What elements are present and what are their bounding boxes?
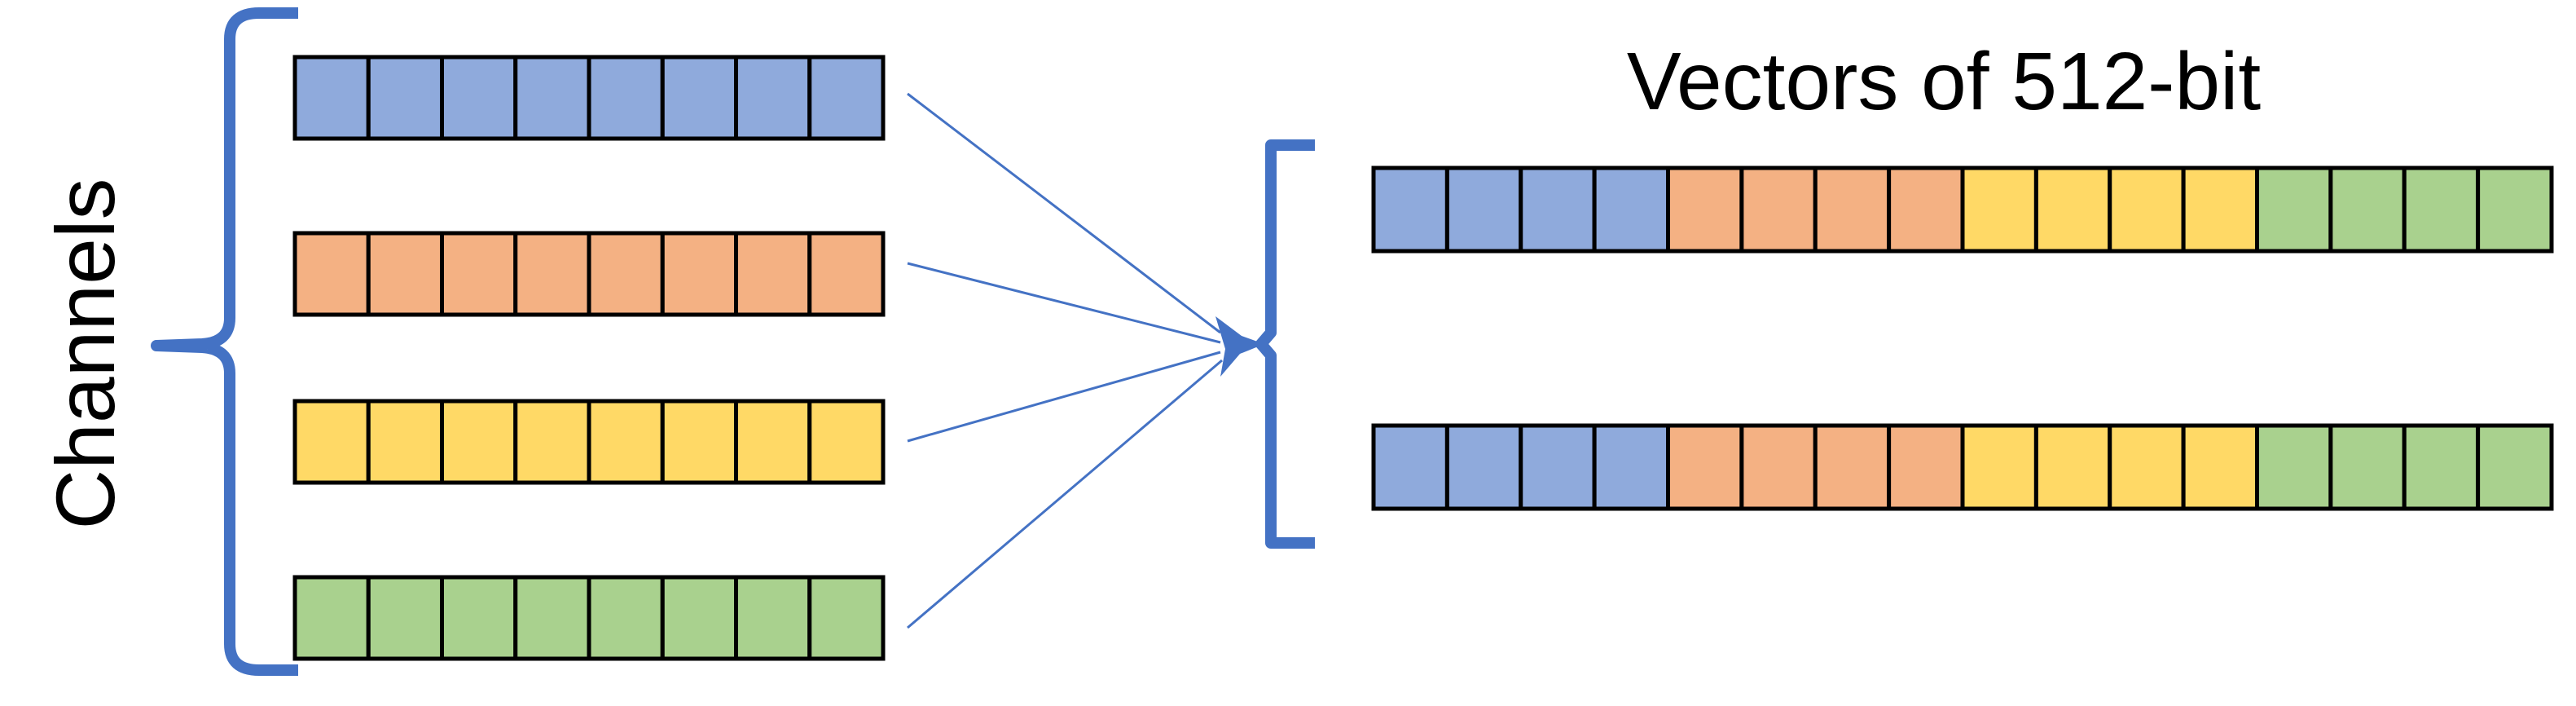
- cell-blue: [1592, 165, 1670, 254]
- cell-blue: [513, 55, 591, 141]
- cell-yellow: [292, 399, 371, 485]
- cell-green: [2328, 423, 2407, 511]
- cell-green: [734, 575, 812, 661]
- arrowhead: [1215, 316, 1264, 377]
- cell-green: [2255, 165, 2333, 254]
- cell-orange: [1739, 423, 1818, 511]
- cell-yellow: [660, 399, 738, 485]
- cell-yellow: [1960, 165, 2038, 254]
- cell-orange: [1813, 423, 1892, 511]
- cell-orange: [513, 231, 591, 317]
- channel-rows: [292, 55, 886, 661]
- cell-blue: [734, 55, 812, 141]
- cell-yellow: [366, 399, 444, 485]
- cell-green: [292, 575, 371, 661]
- cell-blue: [587, 55, 665, 141]
- cell-orange: [660, 231, 738, 317]
- cell-orange: [587, 231, 665, 317]
- cell-green: [2402, 165, 2481, 254]
- vectors-bracket: [1255, 139, 1315, 549]
- cell-yellow: [2181, 423, 2259, 511]
- cell-yellow: [513, 399, 591, 485]
- cell-orange: [734, 231, 812, 317]
- cell-green: [440, 575, 518, 661]
- cell-green: [2476, 165, 2554, 254]
- cell-orange: [1666, 423, 1744, 511]
- channel-row-orange: [292, 231, 886, 317]
- cell-green: [2328, 165, 2407, 254]
- cell-blue: [1444, 423, 1523, 511]
- cell-blue: [440, 55, 518, 141]
- cell-orange: [292, 231, 371, 317]
- cell-yellow: [440, 399, 518, 485]
- cell-green: [513, 575, 591, 661]
- channel-row-yellow: [292, 399, 886, 485]
- cell-yellow: [587, 399, 665, 485]
- arrow-line-orange: [907, 262, 1221, 344]
- channels-label: Channels: [39, 179, 132, 530]
- cell-blue: [1444, 165, 1523, 254]
- cell-blue: [292, 55, 371, 141]
- cell-green: [807, 575, 886, 661]
- channel-row-blue: [292, 55, 886, 141]
- channel-row-green: [292, 575, 886, 661]
- cell-green: [366, 575, 444, 661]
- cell-blue: [1371, 165, 1449, 254]
- cell-orange: [1813, 165, 1892, 254]
- vector-rows: [1371, 165, 2554, 511]
- cell-orange: [807, 231, 886, 317]
- cell-blue: [660, 55, 738, 141]
- channels-bracket: [151, 7, 298, 676]
- cell-blue: [1371, 423, 1449, 511]
- cell-blue: [807, 55, 886, 141]
- arrow-group: [907, 92, 1264, 629]
- cell-yellow: [2181, 165, 2259, 254]
- arrow-line-blue: [907, 92, 1221, 334]
- cell-yellow: [1960, 423, 2038, 511]
- cell-yellow: [2033, 423, 2112, 511]
- arrow-line-yellow: [907, 351, 1221, 443]
- vector-row-1: [1371, 165, 2554, 254]
- cell-green: [2476, 423, 2554, 511]
- cell-blue: [1519, 165, 1597, 254]
- cell-orange: [1887, 423, 1965, 511]
- arrow-line-green: [907, 359, 1223, 629]
- cell-yellow: [2108, 165, 2186, 254]
- cell-green: [2402, 423, 2481, 511]
- cell-yellow: [734, 399, 812, 485]
- cell-blue: [1592, 423, 1670, 511]
- cell-green: [2255, 423, 2333, 511]
- cell-yellow: [2033, 165, 2112, 254]
- cell-green: [660, 575, 738, 661]
- cell-orange: [440, 231, 518, 317]
- vectors-label: Vectors of 512-bit: [1627, 36, 2261, 127]
- cell-orange: [1739, 165, 1818, 254]
- cell-orange: [1666, 165, 1744, 254]
- cell-yellow: [807, 399, 886, 485]
- cell-green: [587, 575, 665, 661]
- cell-orange: [1887, 165, 1965, 254]
- cell-blue: [1519, 423, 1597, 511]
- cell-orange: [366, 231, 444, 317]
- cell-yellow: [2108, 423, 2186, 511]
- vector-row-2: [1371, 423, 2554, 511]
- cell-blue: [366, 55, 444, 141]
